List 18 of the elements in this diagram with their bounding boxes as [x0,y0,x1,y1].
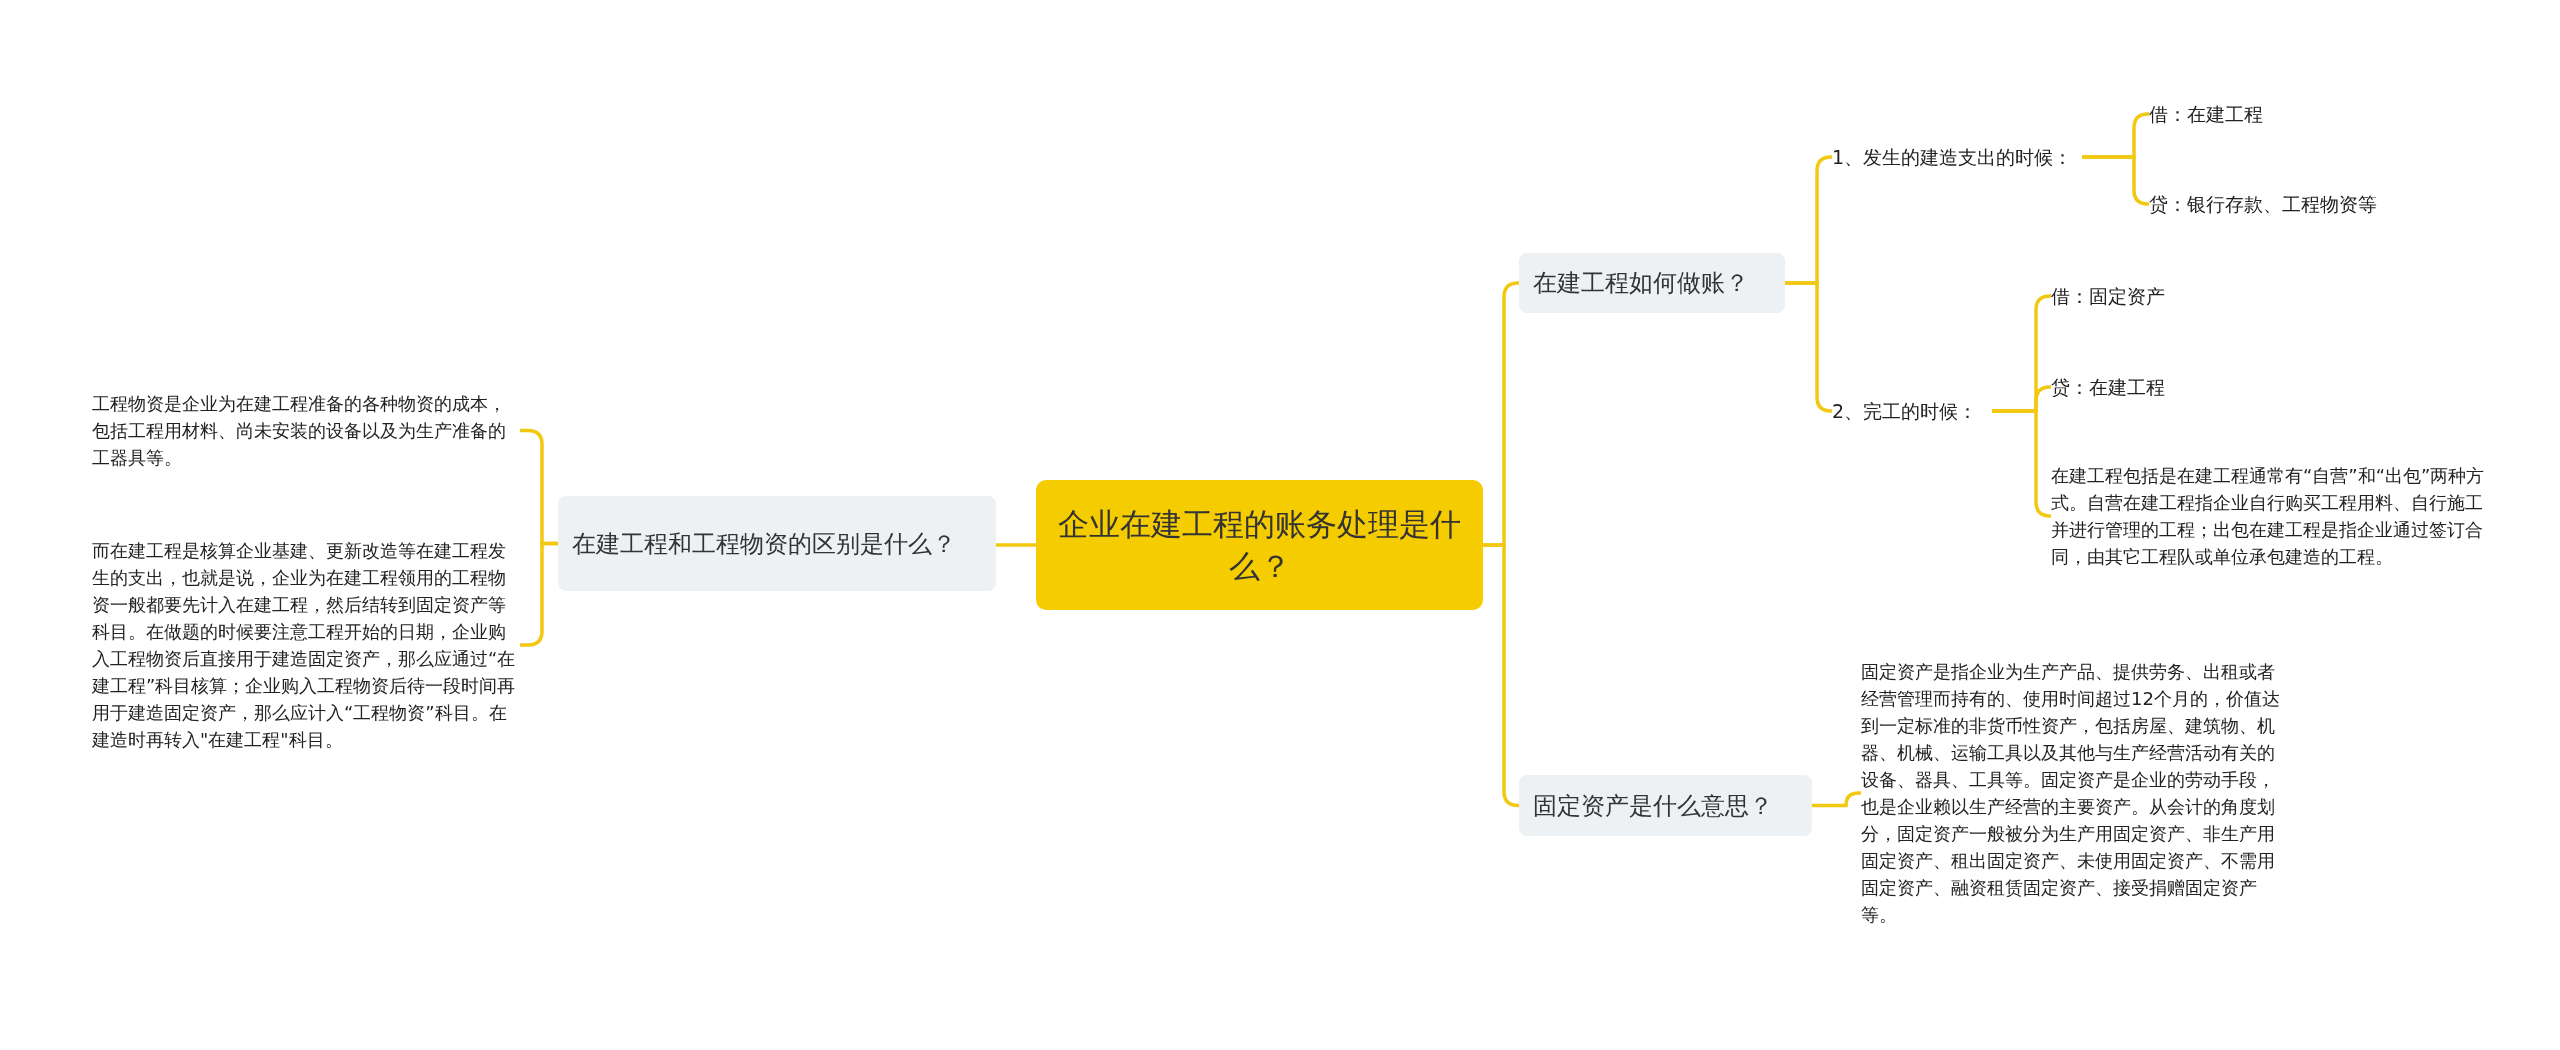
central-topic-box: 企业在建工程的账务处理是什么？ [1036,480,1483,610]
subtopic-text: 1、发生的建造支出的时候： [1832,143,2082,171]
connector-line [2082,155,2150,206]
connector-line [996,543,1036,547]
topic-box: 在建工程如何做账？ [1519,253,1785,313]
subtopic-text: 借：在建工程 [2149,100,2289,128]
note-text: 固定资产是指企业为生产产品、提供劳务、出租或者经营管理而持有的、使用时间超过12个月的，价值达到一定标准的非货币性资产，包括房屋、建筑物、机器、机械、运输工具以及其他与生产经营活动有关的设备、器具、工具等。固定资产是企业的劳动手段，也是企业赖以生产经营的主要资产。从会计的角度划分，固定资产一般被分为生产用固定资产、非生产用固定资产、租出固定资产、未使用固定资产、不需用固定资产、融资租赁固定资产、接受捐赠固定资产等。 [1861,658,2291,928]
subtopic-text: 贷：在建工程 [2051,373,2191,401]
topic-box: 固定资产是什么意思？ [1519,775,1812,836]
topic-box: 在建工程和工程物资的区别是什么？ [558,496,996,591]
note-text: 在建工程包括是在建工程通常有“自营”和“出包”两种方式。自营在建工程指企业自行购买工程用料、自行施工并进行管理的工程；出包在建工程是指企业通过签订合同，由其它工程队或单位承包建造的工程。 [2051,462,2491,570]
note-text: 工程物资是企业为在建工程准备的各种物资的成本，包括工程用材料、尚未安装的设备以及为生产准备的工器具等。 [92,390,520,471]
subtopic-text: 借：固定资产 [2051,282,2191,310]
note-text: 而在建工程是核算企业基建、更新改造等在建工程发生的支出，也就是说，企业为在建工程领用的工程物资一般都要先计入在建工程，然后结转到固定资产等科目。在做题的时候要注意工程开始的日期，企业购入工程物资后直接用于建造固定资产，那么应通过“在建工程”科目核算；企业购入工程物资后待一段时间再用于建造固定资产，那么应计入“工程物资”科目。在建造时再转入"在建工程"科目。 [92,537,520,753]
connector-line [1483,543,1520,808]
subtopic-text: 2、完工的时候： [1832,397,1992,425]
connector-line [1812,791,1861,808]
subtopic-text: 贷：银行存款、工程物资等 [2149,190,2409,218]
